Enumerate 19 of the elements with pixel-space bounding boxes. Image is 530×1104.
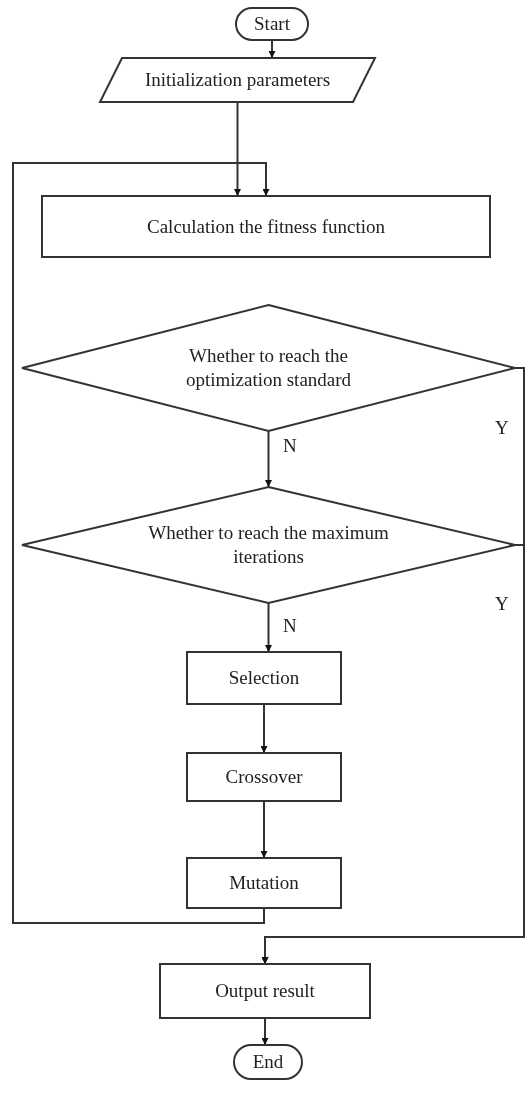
node-label: Start — [254, 12, 290, 36]
node-label: Crossover — [225, 765, 303, 789]
arrow — [261, 544, 525, 965]
node-label: Whether to reach the optimization standard — [184, 344, 353, 392]
arrow — [265, 430, 272, 488]
node-label: Selection — [228, 666, 300, 690]
arrow — [260, 703, 268, 754]
node-label: Initialization parameters — [144, 68, 331, 92]
arrow — [261, 1017, 269, 1046]
node-label: Output result — [215, 979, 315, 1003]
node-label: Calculation the fitness function — [147, 214, 385, 239]
node-label: Whether to reach the maximum iterations — [147, 521, 390, 569]
arrow — [268, 39, 276, 59]
node-label: End — [252, 1050, 284, 1074]
node-label: Mutation — [229, 871, 299, 895]
arrow — [12, 162, 270, 924]
arrow — [265, 602, 272, 653]
arrow — [234, 101, 241, 197]
arrow — [260, 800, 268, 859]
